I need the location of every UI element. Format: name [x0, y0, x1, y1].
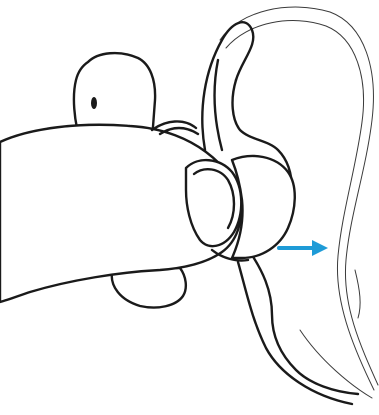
earbud-led-dot	[91, 97, 97, 109]
earbud-body	[210, 154, 296, 262]
ear-outline	[219, 6, 379, 399]
thumbnail	[184, 159, 243, 248]
ear-inner-contour	[201, 21, 360, 406]
finger	[0, 120, 243, 304]
insertion-direction-arrow	[277, 240, 328, 256]
